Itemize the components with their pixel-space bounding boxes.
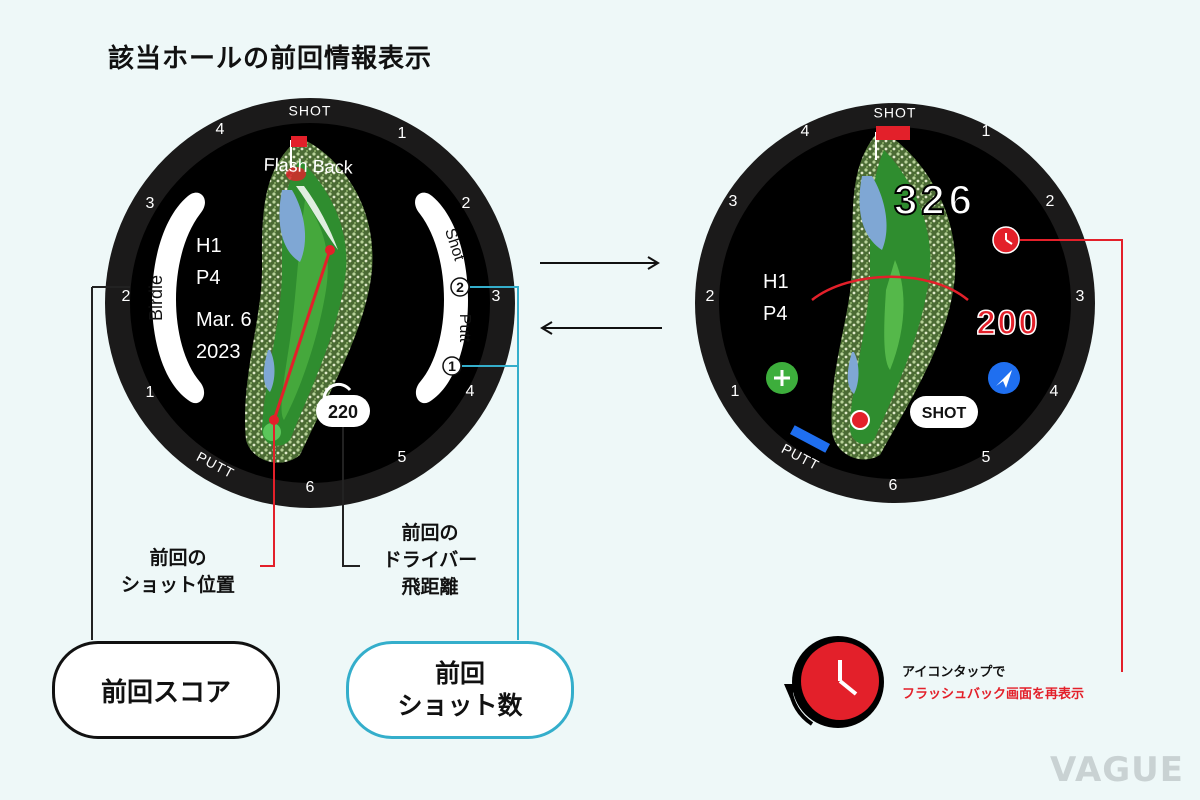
birdie-label: Birdie: [146, 275, 166, 321]
putt-label: Putt: [456, 314, 473, 343]
left-tick-3b: 3: [492, 288, 501, 305]
right-tick-4a: 4: [801, 123, 810, 140]
shot-button[interactable]: [910, 396, 978, 428]
putt-indicator: [789, 425, 831, 453]
distance-to-green: 326: [894, 176, 976, 223]
left-tick-2: 2: [462, 195, 471, 212]
right-watch: SHOT PUTT 4 1 2 3 3 2 4 1 5 6 326 200 H1…: [695, 103, 1095, 503]
tap-note: アイコンタップで フラッシュバック画面を再表示: [902, 662, 1084, 706]
right-tick-2a: 2: [1046, 193, 1055, 210]
drive-distance-badge: [316, 395, 370, 427]
previous-shots-line2: ショット数: [397, 691, 523, 720]
right-hole: H1: [763, 271, 789, 293]
left-tick-3a: 3: [146, 195, 155, 212]
flash-back-label: Flash Back: [263, 154, 354, 177]
plus-icon[interactable]: [766, 362, 798, 394]
annotation-line: ドライバー: [382, 549, 478, 571]
big-clock-rewind-icon: [784, 636, 884, 728]
right-tick-2b: 2: [706, 288, 715, 305]
right-course-map: [831, 126, 956, 460]
shot-count: 2: [456, 279, 464, 295]
tap-note-line1: アイコンタップで: [902, 665, 1006, 680]
previous-shots-line1: 前回: [434, 659, 485, 688]
right-tick-4b: 4: [1050, 383, 1059, 400]
shot-putt-pill: [415, 192, 468, 404]
annotation-line: 前回の: [149, 547, 207, 569]
drive-distance: 220: [328, 402, 358, 422]
left-tick-2b: 2: [122, 288, 131, 305]
left-tick-6: 6: [306, 479, 315, 496]
left-tick-5: 5: [398, 449, 407, 466]
driver-distance-annotation: 前回の ドライバー 飛距離: [345, 520, 515, 601]
left-par: P4: [196, 267, 220, 289]
previous-shots-pill: 前回 ショット数: [346, 641, 574, 739]
left-tick-1b: 1: [146, 384, 155, 401]
right-tick-3b: 3: [1076, 288, 1085, 305]
target-arc: [811, 275, 969, 301]
previous-score-pill: 前回スコア: [52, 641, 280, 739]
left-hole: H1: [196, 235, 222, 257]
last-shot-position-annotation: 前回の ショット位置: [78, 545, 278, 599]
annotation-line: 前回の: [401, 522, 459, 544]
page-title: 該当ホールの前回情報表示: [108, 44, 433, 74]
right-tick-1: 1: [982, 123, 991, 140]
annotation-line: ショット位置: [120, 574, 235, 596]
putt-count-badge: [442, 356, 462, 376]
birdie-pill: [152, 192, 205, 404]
right-tick-6: 6: [889, 477, 898, 494]
right-shot-label: SHOT: [874, 105, 917, 121]
left-tick-4b: 4: [466, 383, 475, 400]
tap-note-line2: フラッシュバック画面を再表示: [902, 687, 1085, 702]
transition-arrows: [540, 256, 662, 335]
right-tick-3: 3: [729, 193, 738, 210]
left-tick-1a: 1: [398, 125, 407, 142]
left-shot-label: SHOT: [289, 103, 332, 119]
right-par: P4: [763, 303, 787, 325]
left-tick-4a: 4: [216, 121, 225, 138]
clock-rewind-icon[interactable]: [992, 226, 1020, 254]
target-distance: 200: [977, 304, 1040, 342]
navigation-arrow-icon[interactable]: [988, 362, 1020, 394]
left-date: Mar. 6: [196, 309, 252, 331]
annotation-line: 飛距離: [401, 576, 459, 598]
left-year: 2023: [196, 341, 241, 363]
shot-button-label: SHOT: [922, 405, 967, 422]
right-tick-5: 5: [982, 449, 991, 466]
left-course-map: [244, 136, 373, 463]
shot-count-badge: [450, 277, 470, 297]
putt-count: 1: [448, 358, 456, 374]
vague-logo: VAGUE: [1049, 750, 1184, 790]
right-tick-1b: 1: [731, 383, 740, 400]
left-watch: SHOT PUTT 4 1 3 2 2 3 1 4 5 6: [105, 98, 515, 508]
previous-score-label: 前回スコア: [100, 677, 231, 708]
